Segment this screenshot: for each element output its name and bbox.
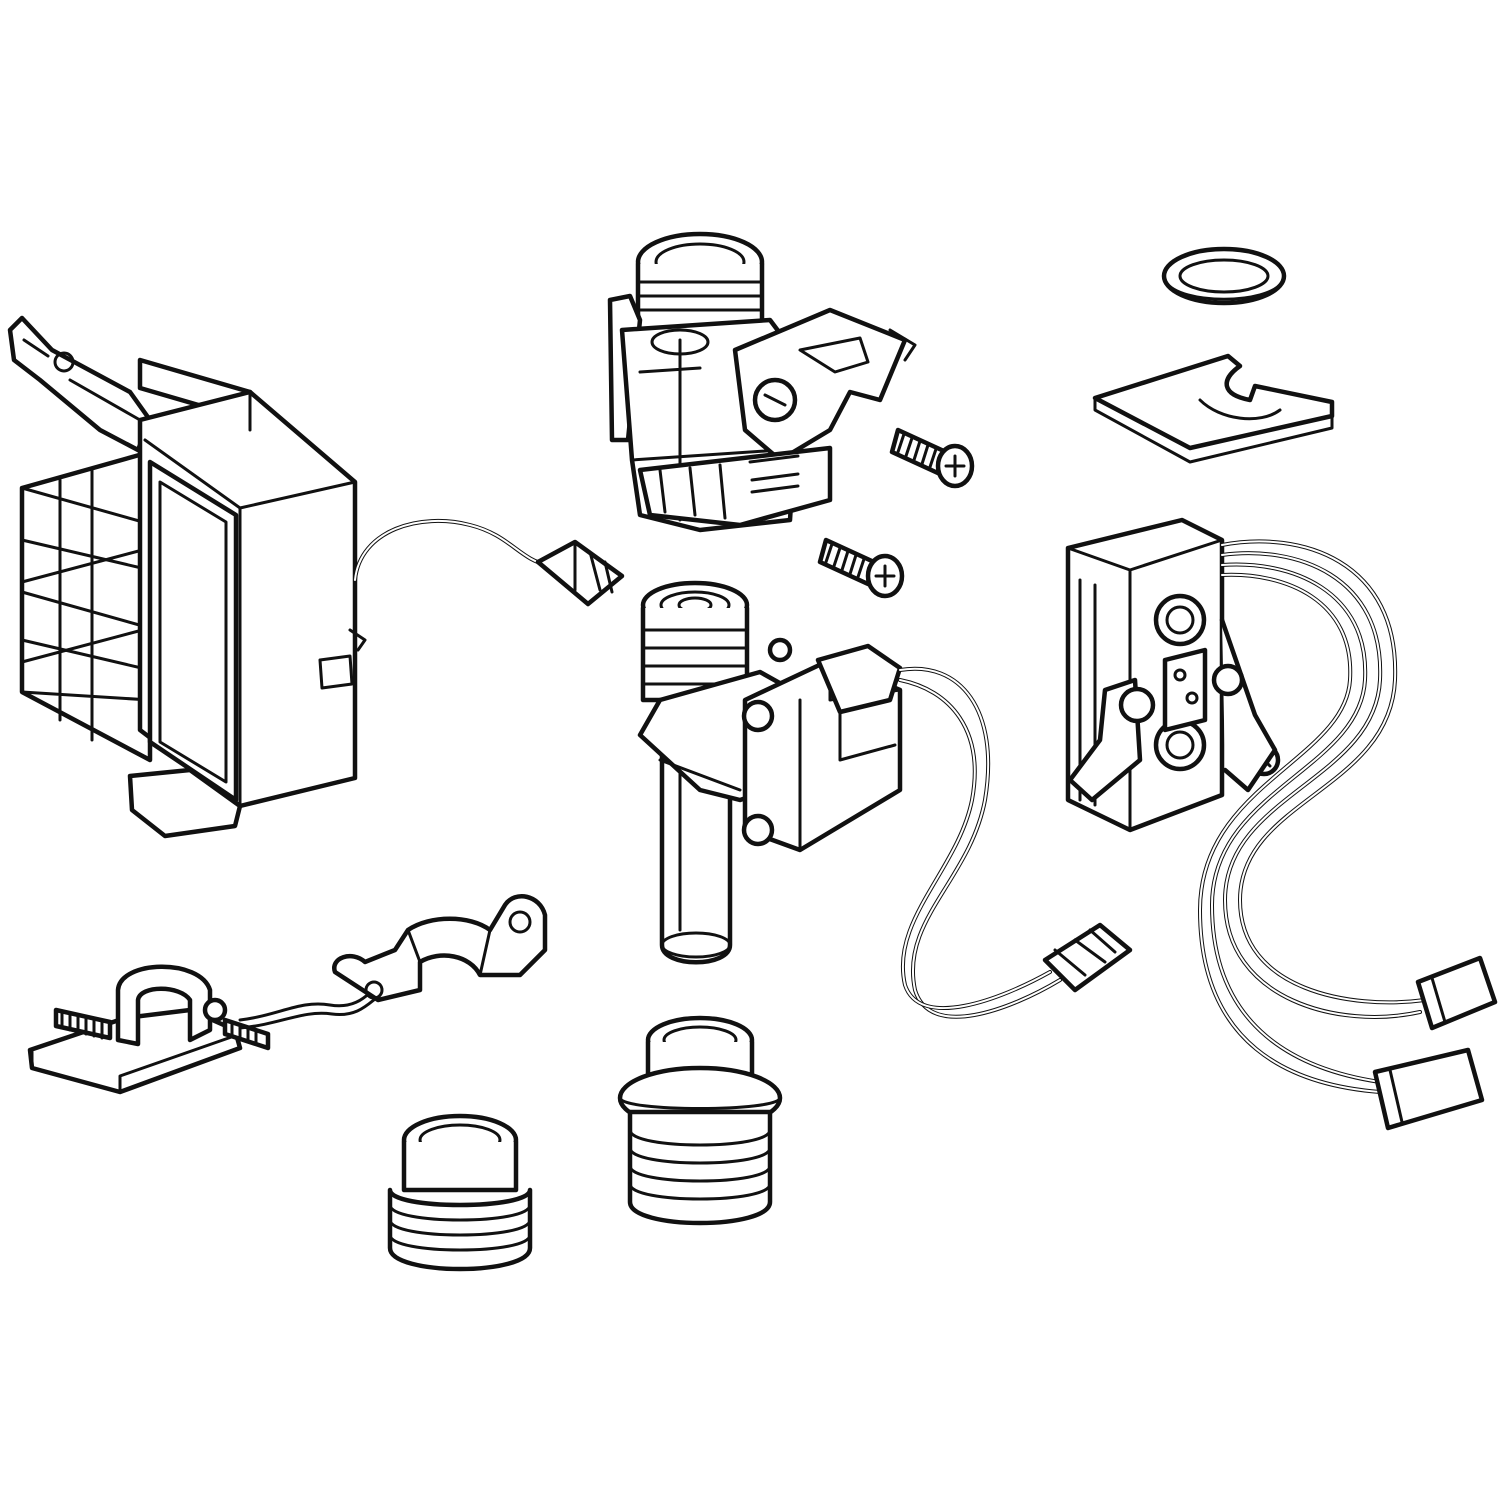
fastening-screw bbox=[817, 537, 905, 599]
electronics-module bbox=[1065, 517, 1498, 1131]
connection-nipple bbox=[617, 1015, 783, 1226]
retaining-clip bbox=[1092, 353, 1335, 464]
seal-ring bbox=[1161, 246, 1287, 306]
threaded-adapter bbox=[387, 1113, 533, 1272]
valve-body bbox=[607, 231, 917, 533]
fastening-screw bbox=[889, 427, 975, 489]
sensor-housing bbox=[7, 315, 625, 839]
solenoid-valve bbox=[637, 580, 1133, 1019]
pipe-clamp-bracket bbox=[27, 894, 548, 1095]
